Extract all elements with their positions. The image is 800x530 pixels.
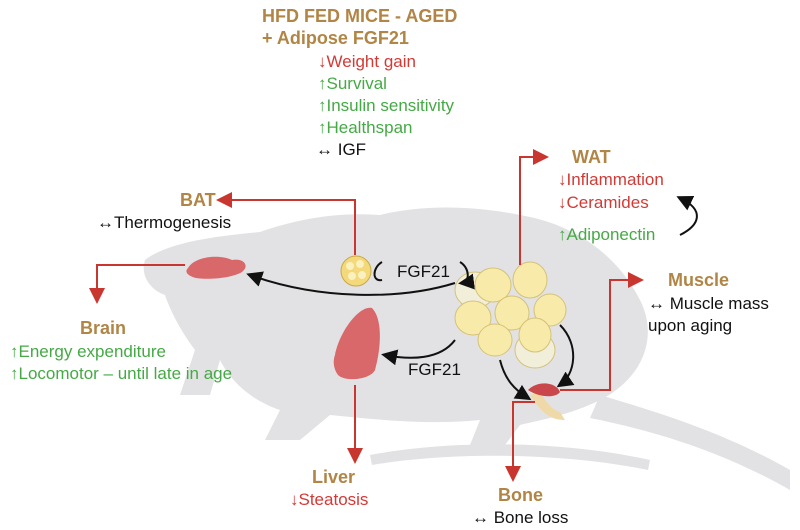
bat-depot <box>340 255 372 287</box>
signal-arrows <box>246 195 698 401</box>
brain-organ <box>186 256 246 279</box>
brain-energy: ↑Energy expenditure <box>10 342 166 361</box>
effect-igf: ↔ IGF <box>316 140 367 159</box>
muscle-label: Muscle <box>668 270 730 290</box>
muscle-effect-line2: upon aging <box>648 316 733 335</box>
bone-loss: ↔ Bone loss <box>472 508 569 527</box>
liver-steatosis: ↓Steatosis <box>290 490 369 509</box>
wat-label: WAT <box>572 147 611 167</box>
liver-organ <box>333 307 380 380</box>
mouse-silhouette <box>143 207 790 490</box>
effect-weight-gain: ↓Weight gain <box>318 52 416 71</box>
summary-title-line1: HFD FED MICE - AGED <box>262 6 458 26</box>
connector-arrows <box>89 149 644 482</box>
bat-thermogenesis: ↔Thermogenesis <box>97 213 232 232</box>
bidirectional-arrow-icon: ↔ <box>316 140 333 159</box>
up-arrow-icon: ↑ <box>318 96 327 115</box>
effect-survival: ↑Survival <box>318 74 387 93</box>
muscle-effect-line1: ↔ Muscle mass <box>648 294 769 313</box>
wat-depot <box>454 261 567 369</box>
brain-label: Brain <box>80 318 127 338</box>
wat-ceramides: ↓Ceramides <box>558 193 649 212</box>
liver-label: Liver <box>312 467 356 487</box>
bat-label: BAT <box>180 190 216 210</box>
wat-inflammation: ↓Inflammation <box>558 170 664 189</box>
brain-locomotor: ↑Locomotor – until late in age <box>10 364 233 383</box>
fgf21-label-top: FGF21 <box>397 262 450 281</box>
muscle-bone-organ <box>528 383 565 420</box>
up-arrow-icon: ↑ <box>318 74 327 93</box>
bone-label: Bone <box>498 485 543 505</box>
up-arrow-icon: ↑ <box>318 118 327 137</box>
effect-healthspan: ↑Healthspan <box>318 118 413 137</box>
effect-insulin-sensitivity: ↑Insulin sensitivity <box>318 96 455 115</box>
summary-title-line2: + Adipose FGF21 <box>262 28 409 48</box>
wat-adiponectin: ↑Adiponectin <box>558 225 656 244</box>
down-arrow-icon: ↓ <box>318 52 327 71</box>
fgf21-label-bottom: FGF21 <box>408 360 461 379</box>
